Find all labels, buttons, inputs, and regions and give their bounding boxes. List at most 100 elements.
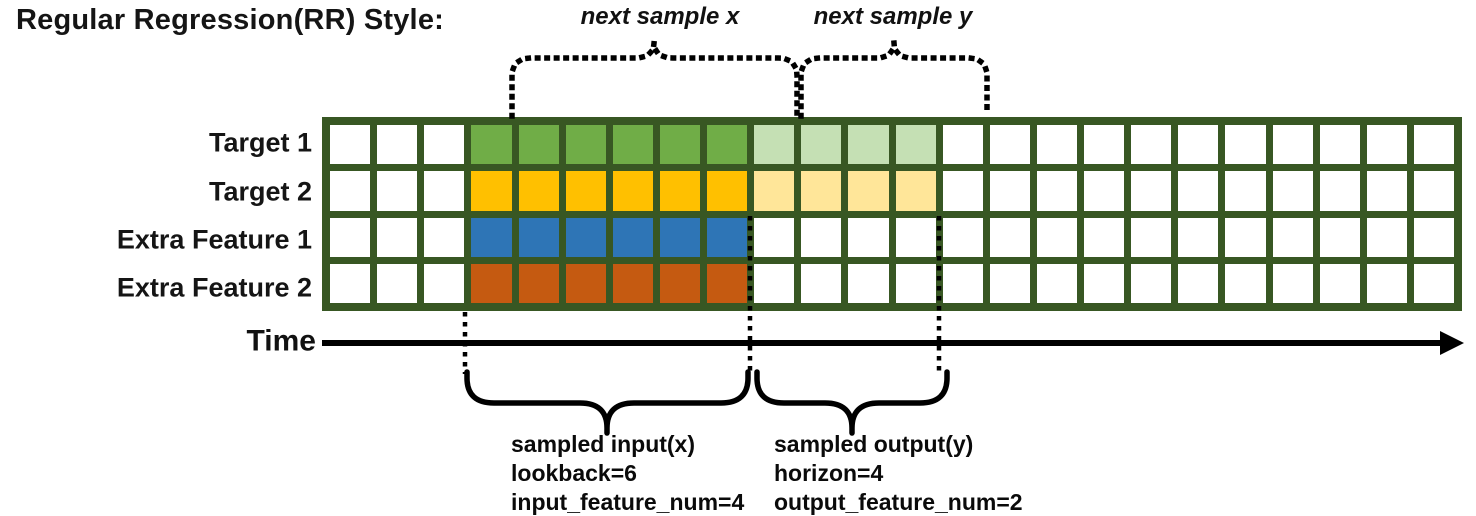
timeline-grid: [322, 117, 1462, 311]
grid-cell-output: [848, 171, 889, 211]
grid-cell-input: [659, 125, 700, 165]
grid-cell-empty: [1319, 125, 1360, 165]
grid-cell-input: [612, 125, 653, 165]
sampled-output-brace: [754, 369, 950, 436]
time-axis-arrowhead: [1440, 331, 1464, 355]
grid-cell-empty: [1413, 125, 1454, 165]
grid-cell-empty: [377, 263, 418, 303]
grid-cell-empty: [1084, 125, 1125, 165]
grid-cell-input: [707, 263, 748, 303]
grid-cell-empty: [942, 171, 983, 211]
grid-cell-empty: [1178, 125, 1219, 165]
grid-cell-output: [801, 171, 842, 211]
grid-cell-input: [471, 125, 512, 165]
sampled-input-annotation: sampled input(x) lookback=6 input_featur…: [511, 430, 744, 516]
grid-cell-empty: [1319, 171, 1360, 211]
grid-cell-input: [659, 263, 700, 303]
grid-cell-empty: [1084, 171, 1125, 211]
grid-cell-empty: [1272, 263, 1313, 303]
grid-cell-empty: [424, 171, 465, 211]
lookback-line: lookback=6: [511, 460, 637, 486]
grid-cell-input: [612, 263, 653, 303]
time-axis-label: Time: [246, 324, 316, 358]
grid-cell-empty: [942, 125, 983, 165]
input-feature-num-line: input_feature_num=4: [511, 489, 745, 515]
grid-cell-empty: [1084, 217, 1125, 257]
grid-cell-empty: [1225, 263, 1266, 303]
grid-cell-empty: [377, 125, 418, 165]
row-label-target-2: Target 2: [208, 176, 312, 207]
next-sample-y-label: next sample y: [813, 3, 973, 30]
grid-cell-empty: [330, 217, 371, 257]
grid-cell-empty: [1178, 171, 1219, 211]
grid-cell-input: [471, 263, 512, 303]
grid-cell-empty: [1366, 125, 1407, 165]
grid-cell-empty: [1036, 125, 1077, 165]
grid-cell-output: [754, 171, 795, 211]
grid-cell-empty: [377, 171, 418, 211]
grid-cell-empty: [989, 263, 1030, 303]
output-feature-num-line: output_feature_num=2: [774, 489, 1023, 515]
grid-cell-empty: [1084, 263, 1125, 303]
grid-cell-input: [565, 125, 606, 165]
grid-cell-empty: [1131, 125, 1172, 165]
sampled-output-annotation: sampled output(y) horizon=4 output_featu…: [774, 430, 1023, 516]
grid-cell-input: [612, 171, 653, 211]
grid-cell-empty: [424, 217, 465, 257]
grid-cell-input: [612, 217, 653, 257]
grid-cell-empty: [754, 217, 795, 257]
grid-cell-empty: [1366, 217, 1407, 257]
grid-cell-input: [565, 263, 606, 303]
grid-cell-empty: [1131, 171, 1172, 211]
grid-cell-empty: [895, 217, 936, 257]
grid-cell-empty: [1413, 171, 1454, 211]
grid-cell-empty: [1225, 171, 1266, 211]
grid-cell-empty: [424, 125, 465, 165]
grid-cell-empty: [1225, 125, 1266, 165]
grid-cell-empty: [942, 217, 983, 257]
next-sample-x-brace: [509, 42, 800, 119]
grid-cell-input: [471, 217, 512, 257]
grid-cell-input: [518, 217, 559, 257]
next-sample-y-brace: [798, 42, 990, 119]
sampled-output-line: sampled output(y): [774, 431, 974, 457]
grid-cell-empty: [1272, 171, 1313, 211]
grid-cell-input: [518, 125, 559, 165]
grid-cell-input: [565, 217, 606, 257]
grid-cell-empty: [377, 217, 418, 257]
grid-cell-empty: [1413, 217, 1454, 257]
grid-cell-empty: [801, 217, 842, 257]
grid-cell-empty: [801, 263, 842, 303]
grid-cell-empty: [1036, 263, 1077, 303]
sampled-input-line: sampled input(x): [511, 431, 696, 457]
grid-cell-empty: [1036, 217, 1077, 257]
grid-cell-empty: [1178, 263, 1219, 303]
grid-cell-input: [565, 171, 606, 211]
grid-cell-output: [848, 125, 889, 165]
grid-cell-output: [801, 125, 842, 165]
sampled-input-brace: [464, 369, 751, 436]
grid-cell-empty: [1413, 263, 1454, 303]
grid-cell-input: [659, 171, 700, 211]
grid-cell-output: [754, 125, 795, 165]
grid-cell-input: [471, 171, 512, 211]
grid-cell-empty: [330, 171, 371, 211]
grid-cell-empty: [989, 125, 1030, 165]
grid-cell-empty: [330, 125, 371, 165]
next-sample-x-label: next sample x: [580, 3, 740, 30]
horizon-line: horizon=4: [774, 460, 884, 486]
grid-cell-output: [895, 171, 936, 211]
row-label-target-1: Target 1: [208, 127, 312, 158]
grid-cell-empty: [942, 263, 983, 303]
grid-cell-empty: [1036, 171, 1077, 211]
grid-cell-input: [707, 125, 748, 165]
row-label-extra-feature-1: Extra Feature 1: [116, 224, 312, 255]
grid-cell-empty: [989, 217, 1030, 257]
grid-cell-empty: [1319, 217, 1360, 257]
grid-cell-empty: [1131, 217, 1172, 257]
grid-cell-empty: [1366, 171, 1407, 211]
grid-cell-input: [707, 171, 748, 211]
grid-cell-output: [895, 125, 936, 165]
grid-cell-input: [518, 171, 559, 211]
